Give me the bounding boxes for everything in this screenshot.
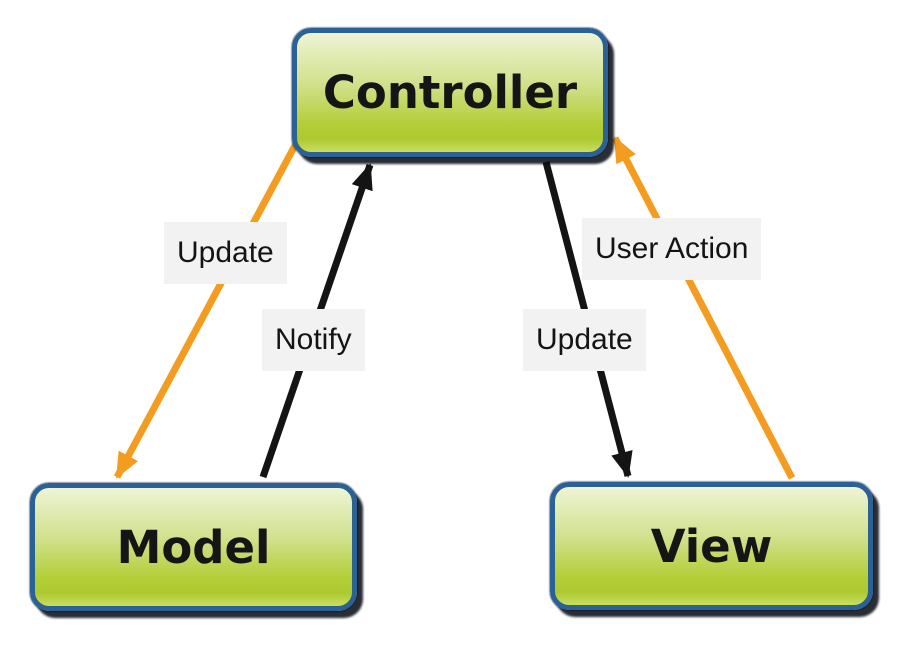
node-model-label: Model — [116, 520, 271, 574]
node-controller: Controller — [292, 28, 608, 157]
edge-label-user-action: User Action — [582, 218, 762, 280]
edge-view-to-controller — [611, 136, 796, 480]
edge-label-update-view: Update — [523, 309, 646, 371]
node-view: View — [550, 482, 873, 610]
edge-label-notify: Notify — [262, 309, 365, 371]
node-model: Model — [30, 483, 357, 611]
edge-label-update-model: Update — [164, 222, 287, 284]
edge-controller-to-model — [113, 136, 303, 479]
node-controller-label: Controller — [322, 66, 578, 119]
node-view-label: View — [650, 519, 773, 573]
